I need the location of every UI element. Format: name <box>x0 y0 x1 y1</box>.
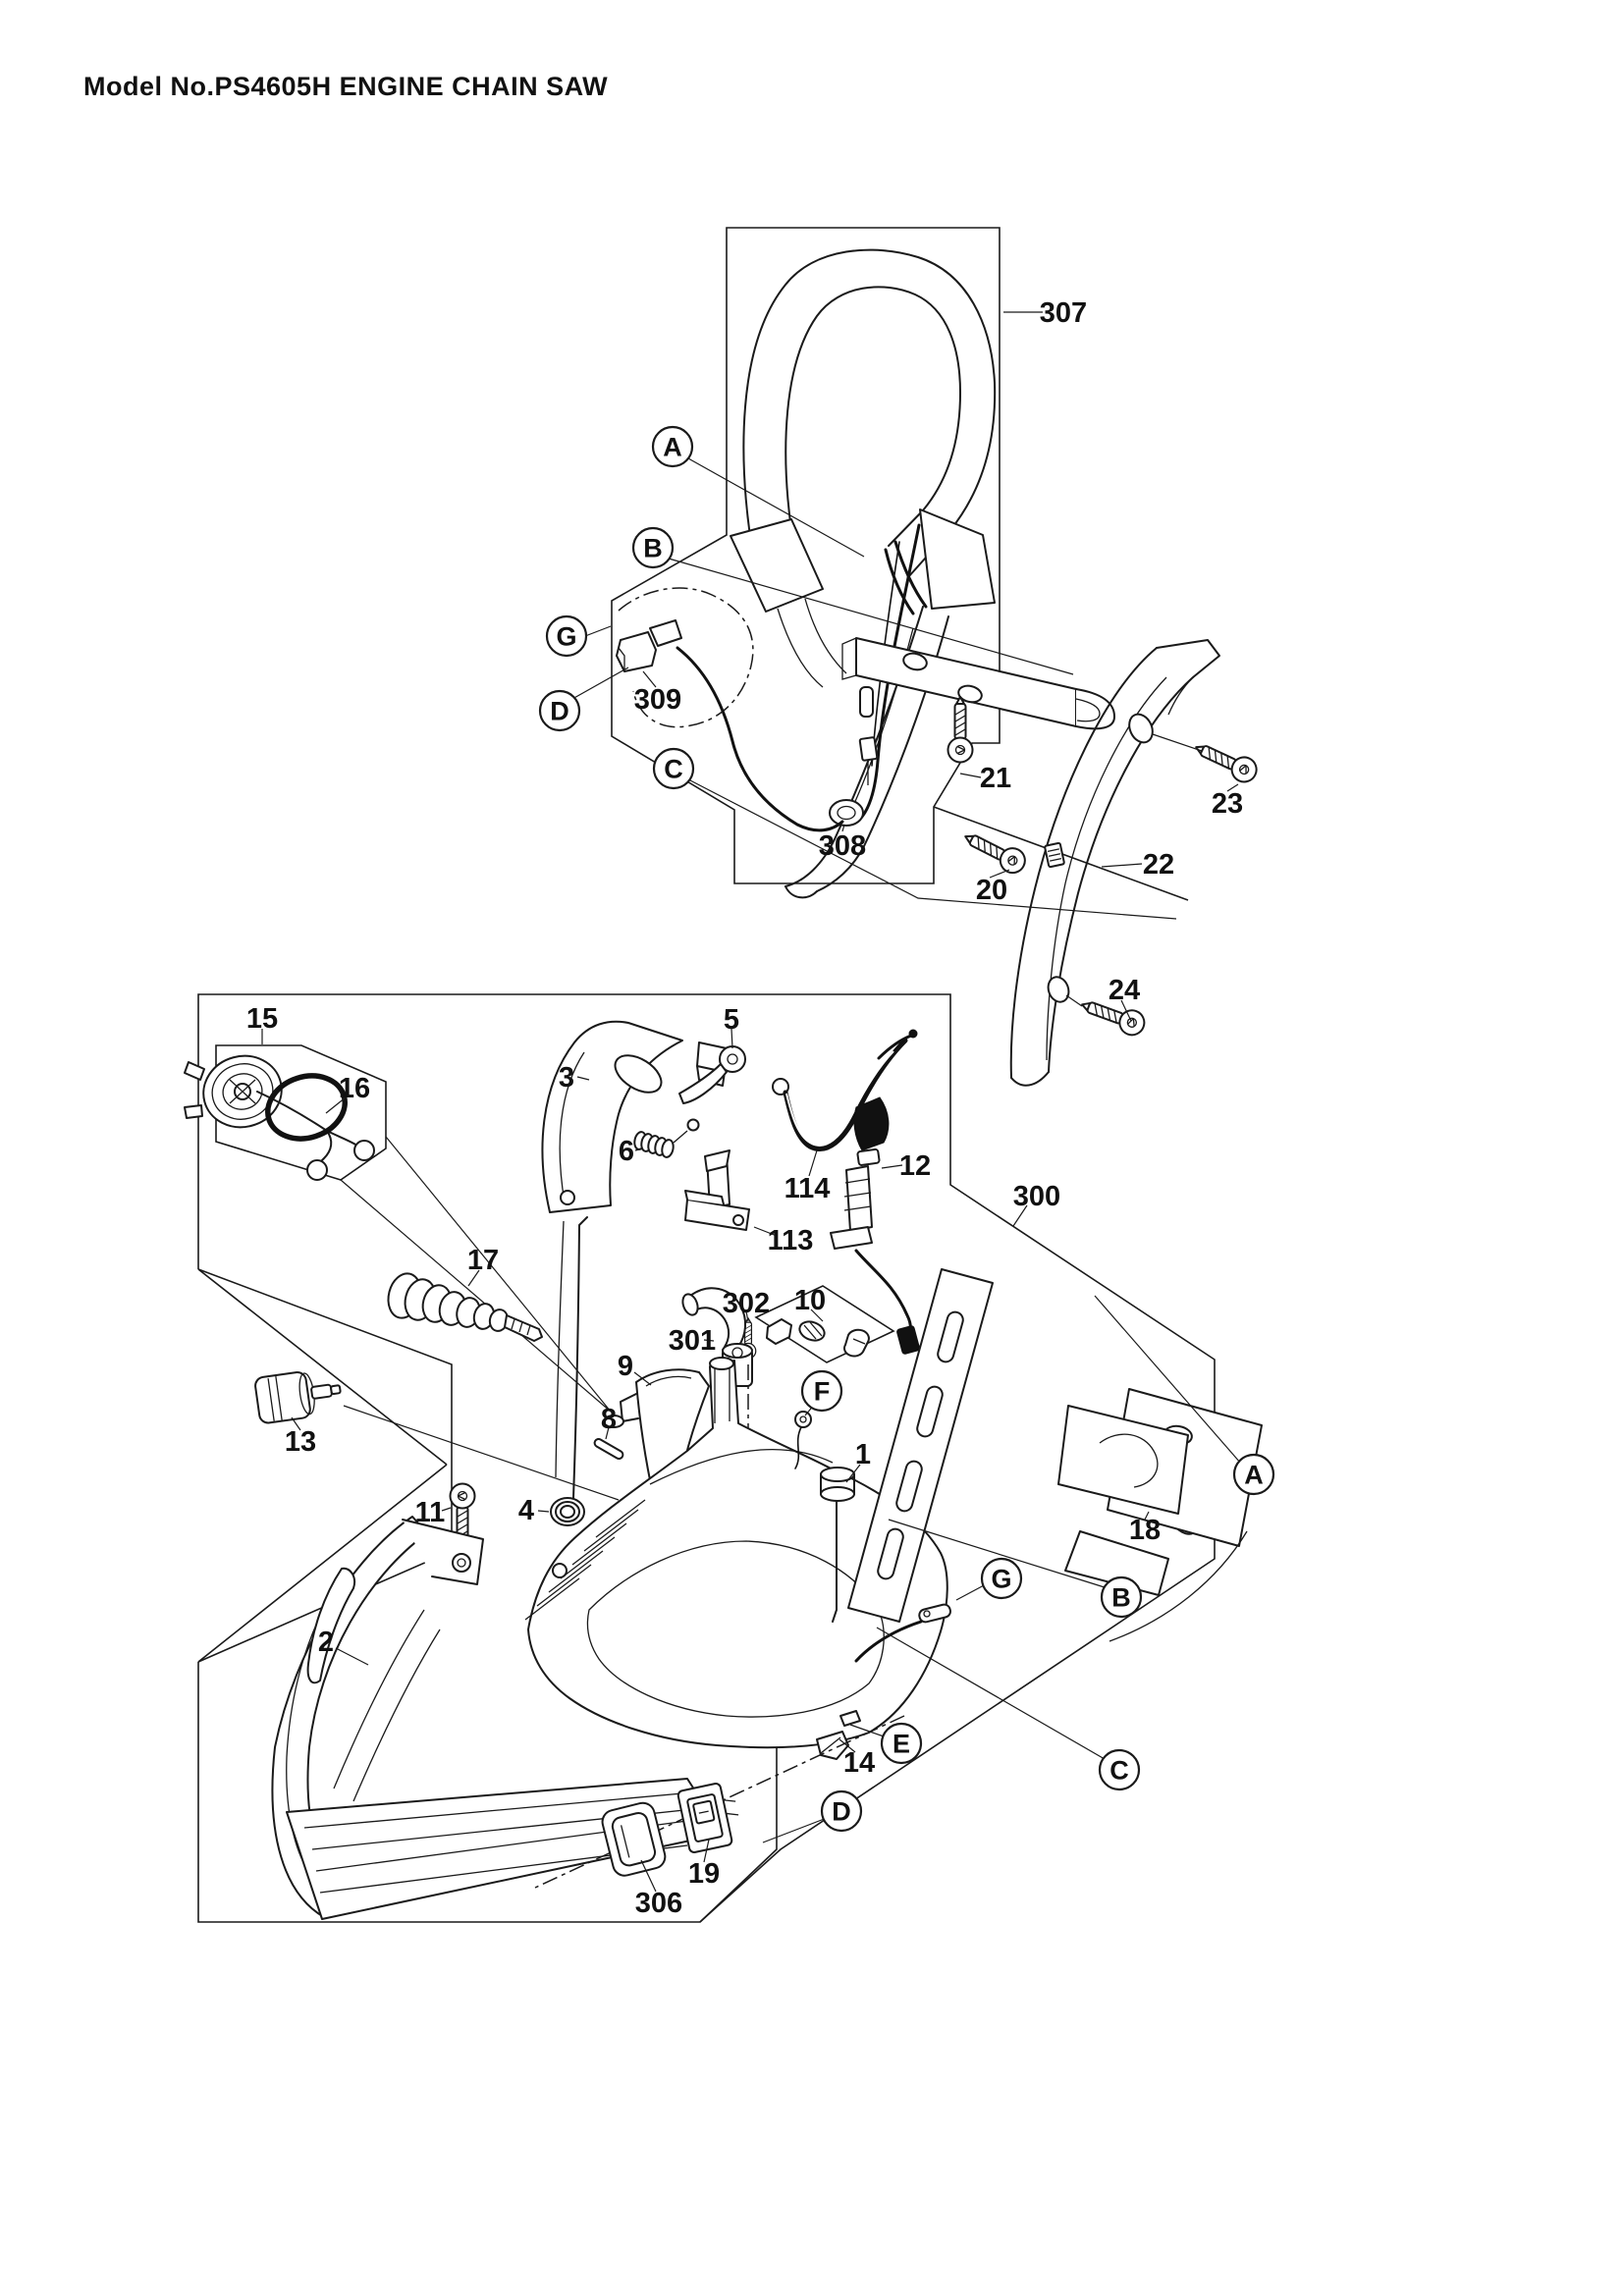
switch-19-drawing <box>676 1783 739 1853</box>
chain-line-switch <box>534 1715 905 1889</box>
part-label-11: 11 <box>415 1497 446 1528</box>
part-label-16: 16 <box>339 1073 370 1104</box>
screw-21 <box>947 696 974 764</box>
part-label-301: 301 <box>669 1325 716 1357</box>
main-housing-drawing <box>524 1268 1263 1749</box>
callout-A-top: A <box>651 425 694 468</box>
part-label-24: 24 <box>1109 975 1140 1006</box>
o-ring-16-drawing <box>265 1073 348 1142</box>
spring-6-drawing <box>633 1118 700 1158</box>
callout-letter-B-bottom: B <box>1111 1583 1131 1613</box>
callout-letter-B-top: B <box>643 534 663 563</box>
part-label-4: 4 <box>518 1495 534 1526</box>
cable-114-drawing <box>772 1029 918 1151</box>
fuel-filter-13-drawing <box>254 1371 342 1424</box>
plug-wire-12-drawing <box>830 1096 920 1355</box>
spring-4-drawing <box>550 1216 588 1526</box>
callout-letter-G-bottom: G <box>991 1565 1011 1594</box>
part-label-21: 21 <box>980 763 1011 794</box>
ring-terminal-F-drawing <box>794 1411 812 1469</box>
callout-C-bottom: C <box>1098 1748 1141 1791</box>
part-label-308: 308 <box>819 830 866 862</box>
leader-lines <box>261 311 1242 1893</box>
wire-harness-309-drawing <box>616 587 844 832</box>
pin-8-drawing <box>593 1438 624 1460</box>
part-label-18: 18 <box>1129 1515 1161 1546</box>
connector-callouts: A B G D C F A G B E C D <box>538 425 1275 1833</box>
callout-D-bottom: D <box>820 1789 863 1833</box>
part-label-300: 300 <box>1013 1181 1060 1212</box>
part-label-3: 3 <box>559 1062 574 1094</box>
callout-B-bottom: B <box>1100 1575 1143 1619</box>
part-label-10: 10 <box>794 1285 826 1316</box>
screw-20 <box>958 824 1031 879</box>
ground-wire-G-drawing <box>854 1603 951 1663</box>
part-label-14: 14 <box>843 1747 875 1779</box>
callout-letter-D-top: D <box>550 697 569 726</box>
part-label-306: 306 <box>635 1888 682 1919</box>
callout-letter-C-bottom: C <box>1109 1756 1129 1786</box>
part-label-8: 8 <box>601 1404 617 1435</box>
part-label-302: 302 <box>723 1288 770 1319</box>
part-label-17: 17 <box>467 1245 499 1276</box>
callout-E-bottom: E <box>880 1722 923 1765</box>
kit-10-parts-drawing <box>766 1318 870 1358</box>
part-label-22: 22 <box>1143 849 1174 881</box>
grommet-1-drawing <box>820 1467 855 1623</box>
filter-leader-line <box>343 1405 620 1501</box>
part-label-307: 307 <box>1040 297 1087 329</box>
part-label-5: 5 <box>724 1004 739 1036</box>
part-label-9: 9 <box>618 1351 633 1382</box>
callout-D-top: D <box>538 689 581 732</box>
callout-letter-C-top: C <box>664 755 683 784</box>
rear-cover-3-drawing <box>541 1020 683 1478</box>
screw-23 <box>1189 734 1262 787</box>
callout-letter-E-bottom: E <box>893 1730 910 1759</box>
spring-17-drawing <box>387 1272 543 1342</box>
page-title: Model No.PS4605H ENGINE CHAIN SAW <box>83 72 608 101</box>
callout-letter-D-bottom: D <box>832 1797 851 1827</box>
handle-loop-307-drawing <box>730 248 1115 899</box>
part-label-13: 13 <box>285 1426 316 1458</box>
callout-letter-F-mid: F <box>814 1377 831 1407</box>
callout-F-mid: F <box>800 1369 843 1413</box>
callout-G-top: G <box>545 614 588 658</box>
callout-letter-G-top: G <box>556 622 576 652</box>
trigger-5-drawing <box>678 1041 746 1104</box>
part-label-2: 2 <box>318 1627 334 1658</box>
part-label-1: 1 <box>855 1439 871 1470</box>
clip-14-drawing <box>816 1710 861 1760</box>
callout-letter-A-bottom: A <box>1244 1461 1264 1490</box>
choke-lever-113-drawing <box>684 1149 750 1231</box>
part-label-15: 15 <box>246 1003 278 1035</box>
callout-G-bottom: G <box>980 1557 1023 1600</box>
part-label-114: 114 <box>784 1173 831 1204</box>
elbow-301-drawing <box>681 1287 753 1387</box>
cover-306-drawing <box>601 1801 667 1877</box>
part-label-19: 19 <box>688 1858 720 1890</box>
callout-B-top: B <box>631 526 675 569</box>
part-label-113: 113 <box>768 1225 814 1256</box>
callout-C-top: C <box>652 747 695 790</box>
callout-A-bottom: A <box>1232 1453 1275 1496</box>
part-label-20: 20 <box>976 875 1007 906</box>
part-label-6: 6 <box>619 1136 634 1167</box>
fuel-cap-15-drawing <box>184 1054 375 1181</box>
part-label-309: 309 <box>634 684 681 716</box>
side-trim-22-drawing <box>1009 639 1220 1087</box>
part-label-12: 12 <box>899 1150 931 1182</box>
callout-letter-A-top: A <box>663 433 682 462</box>
part-label-23: 23 <box>1212 788 1243 820</box>
